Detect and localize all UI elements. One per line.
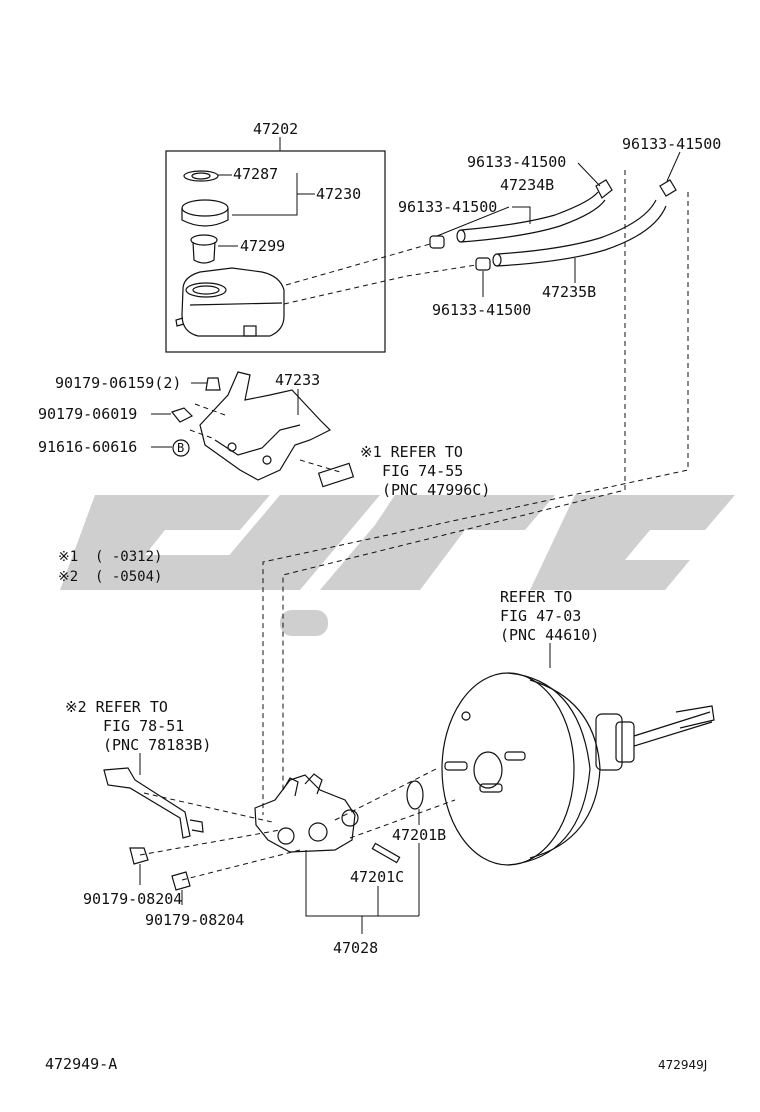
strainer-icon: [190, 234, 218, 264]
ref-booster-line1: REFER TO: [500, 588, 572, 606]
cap-gasket-icon: [183, 170, 219, 182]
grommet-marker: B: [177, 441, 184, 455]
sensor-bracket-icon: [103, 767, 204, 839]
label-47028: 47028: [333, 939, 378, 957]
label-47201b: 47201B: [392, 826, 446, 844]
footer-left-code: 472949-A: [45, 1055, 117, 1073]
label-nut-1: 90179-06159(2): [55, 374, 181, 392]
bracket-47233-icon: [199, 371, 332, 481]
reservoir-tank-icon: [175, 267, 285, 337]
reservoir-cap-icon: [181, 199, 229, 227]
dashed-routing: [139, 170, 689, 881]
label-nut-2: 90179-06019: [38, 405, 137, 423]
label-47202: 47202: [253, 120, 298, 138]
legend-mark-1: ※1: [58, 549, 78, 565]
brake-booster-icon: [441, 672, 715, 866]
hose-47234b-icon: [456, 191, 606, 243]
ref1-tag-icon: [317, 462, 355, 488]
legend-range-1: ( -0312): [95, 549, 162, 565]
ref-booster-line2: FIG 47-03: [500, 607, 581, 625]
footer-right-code: 472949J: [658, 1058, 707, 1072]
master-cylinder-icon: [254, 773, 359, 853]
ref1-line2: FIG 74-55: [382, 462, 463, 480]
label-47299: 47299: [240, 237, 285, 255]
label-clip-bottom: 96133-41500: [432, 301, 531, 319]
label-clip-top-left: 96133-41500: [398, 198, 497, 216]
label-clip-top-right: 96133-41500: [622, 135, 721, 153]
label-47234b: 47234B: [500, 176, 554, 194]
watermark: [60, 495, 735, 636]
label-47230: 47230: [316, 185, 361, 203]
bottom-nut-icon: [129, 847, 191, 891]
pin-47201c-icon: [371, 842, 401, 864]
label-47201c: 47201C: [350, 868, 404, 886]
label-47233: 47233: [275, 371, 320, 389]
nut-icon: [170, 377, 221, 423]
legend-mark-2: ※2: [58, 569, 78, 585]
ref2-line2: FIG 78-51: [103, 717, 184, 735]
ref2-line1: ※2 REFER TO: [65, 698, 168, 716]
legend-range-2: ( -0504): [95, 569, 162, 585]
hose-47235b-icon: [492, 199, 667, 267]
label-clip-top-mid: 96133-41500: [467, 153, 566, 171]
label-nut-bottom-1: 90179-08204: [83, 890, 182, 908]
ring-47201b-icon: [406, 780, 424, 810]
label-nut-bottom-2: 90179-08204: [145, 911, 244, 929]
label-grommet: 91616-60616: [38, 438, 137, 456]
reservoir-box: [165, 150, 386, 353]
label-47235b: 47235B: [542, 283, 596, 301]
ref-booster-line3: (PNC 44610): [500, 626, 599, 644]
ref1-line3: (PNC 47996C): [382, 481, 490, 499]
label-47287: 47287: [233, 165, 278, 183]
grommet-icon: [172, 439, 190, 457]
hose-clip-icon: [429, 179, 677, 271]
ref2-line3: (PNC 78183B): [103, 736, 211, 754]
ref1-line1: ※1 REFER TO: [360, 443, 463, 461]
